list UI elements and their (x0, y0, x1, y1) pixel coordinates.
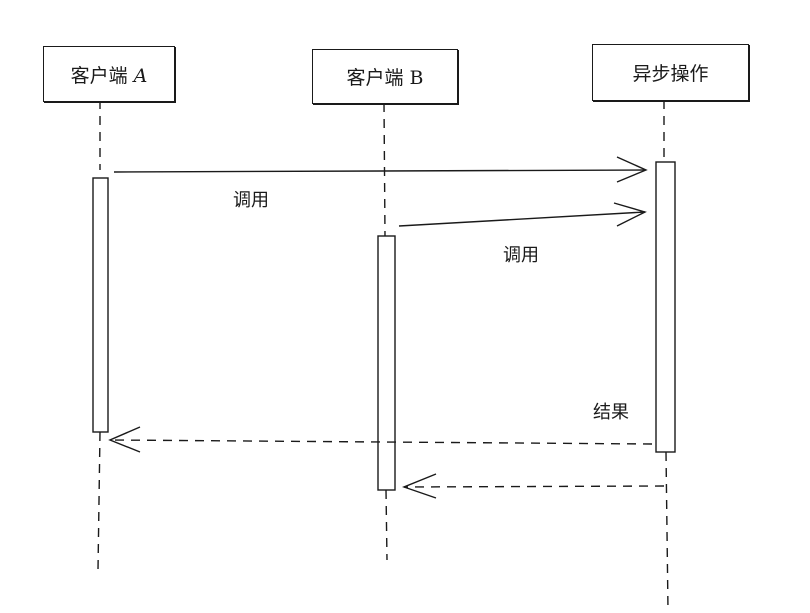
lifeline-async (663, 100, 669, 611)
message-arrowhead-a-call (616, 156, 648, 183)
actor-client-a: 客户端 A (43, 46, 175, 102)
lifeline-b (383, 102, 388, 561)
message-arrow-result-b (403, 485, 665, 488)
message-arrowhead-result-b (402, 473, 437, 499)
message-arrow-result-a (111, 439, 653, 445)
actor-client-a-label: 客户端 A (70, 64, 148, 87)
lifeline-a (97, 100, 101, 571)
message-arrowhead-result-a (108, 426, 141, 453)
message-label-a-call: 调用 (233, 190, 269, 211)
activation-a (92, 177, 109, 433)
message-arrow-a-call (113, 169, 646, 173)
activation-b (377, 235, 396, 491)
message-arrowhead-b-call (613, 202, 647, 227)
actor-async-operation: 异步操作 (592, 44, 749, 101)
actor-client-b-label: 客户端 B (346, 67, 424, 89)
actor-client-b: 客户端 B (312, 49, 458, 104)
activation-async (655, 161, 676, 453)
message-label-result: 结果 (593, 402, 629, 423)
message-arrow-b-call (398, 211, 646, 227)
actor-async-operation-label: 异步操作 (632, 63, 709, 85)
message-label-b-call: 调用 (503, 245, 539, 266)
